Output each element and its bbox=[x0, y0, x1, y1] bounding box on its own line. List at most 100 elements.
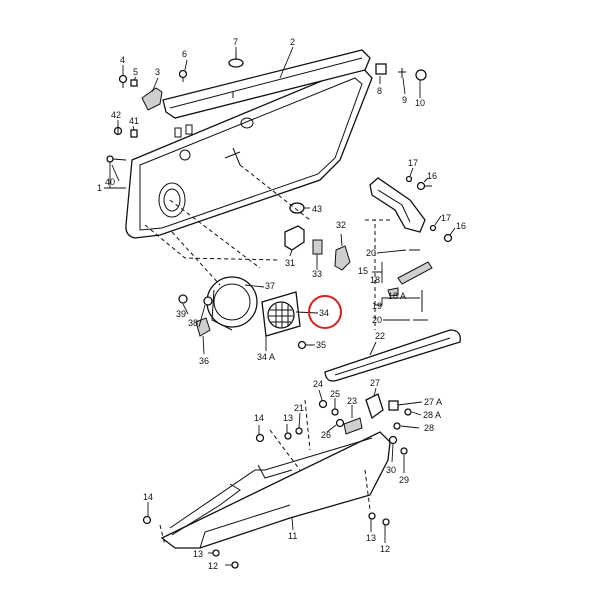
part-36-bracket bbox=[195, 317, 211, 337]
part-29-screw bbox=[400, 447, 408, 455]
part-7-grommet bbox=[228, 50, 244, 68]
label-part-40: 40 bbox=[105, 177, 115, 187]
label-part-23: 23 bbox=[347, 396, 357, 406]
part-13-nut-b bbox=[212, 549, 220, 557]
part-34-speaker-grille bbox=[261, 291, 301, 337]
label-part-36: 36 bbox=[199, 356, 209, 366]
part-33-switch bbox=[312, 239, 323, 255]
leader-lines bbox=[104, 46, 456, 566]
door-panel bbox=[125, 64, 373, 239]
part-6-screw bbox=[178, 69, 188, 82]
part-13-nut-c bbox=[368, 512, 376, 520]
label-part-29: 29 bbox=[399, 475, 409, 485]
part-41-clip bbox=[130, 129, 138, 138]
label-part-17a: 17 bbox=[408, 158, 418, 168]
label-part-34: 34 bbox=[319, 308, 329, 318]
part-14-screw-b bbox=[142, 515, 152, 525]
highlight-circle bbox=[308, 295, 342, 329]
part-21-nut bbox=[295, 427, 303, 435]
part-18a-clip bbox=[387, 287, 399, 297]
label-part-37: 37 bbox=[265, 281, 275, 291]
label-part-20b: 20 bbox=[372, 315, 382, 325]
label-part-22: 22 bbox=[375, 331, 385, 341]
label-part-27a: 27 A bbox=[424, 397, 442, 407]
part-11-door-pocket bbox=[160, 431, 391, 549]
part-17-washer-b bbox=[429, 224, 437, 232]
label-part-14b: 14 bbox=[143, 492, 153, 502]
label-part-13a: 13 bbox=[283, 413, 293, 423]
part-27a-clip bbox=[388, 400, 399, 411]
label-part-42: 42 bbox=[111, 110, 121, 120]
label-part-20a: 20 bbox=[366, 248, 376, 258]
part-22-armrest bbox=[324, 329, 461, 382]
part-labels: 2 7 6 4 5 3 8 9 10 42 41 40 1 43 17 16 1… bbox=[97, 37, 466, 571]
part-40-stud bbox=[106, 155, 127, 163]
label-part-16b: 16 bbox=[456, 221, 466, 231]
part-18-panel bbox=[397, 261, 433, 285]
label-part-33: 33 bbox=[312, 269, 322, 279]
label-part-15: 15 bbox=[358, 266, 368, 276]
part-28a-nut bbox=[404, 408, 412, 416]
label-part-9: 9 bbox=[402, 95, 407, 105]
label-part-13c: 13 bbox=[366, 533, 376, 543]
part-38-clip bbox=[203, 296, 213, 306]
label-part-35: 35 bbox=[316, 340, 326, 350]
part-16-screw-b bbox=[443, 233, 453, 243]
part-26-nut bbox=[335, 418, 345, 428]
assembly-lines bbox=[144, 164, 390, 546]
part-13-nut-a bbox=[284, 432, 292, 440]
label-part-12a: 12 bbox=[208, 561, 218, 571]
part-23-pad bbox=[343, 417, 363, 435]
label-part-3: 3 bbox=[155, 67, 160, 77]
part-31-switch bbox=[284, 225, 305, 251]
part-14-screw-a bbox=[255, 433, 265, 443]
label-part-38: 38 bbox=[188, 318, 198, 328]
part-4-screw bbox=[118, 74, 128, 88]
label-part-12b: 12 bbox=[380, 544, 390, 554]
label-part-32: 32 bbox=[336, 220, 346, 230]
part-25-washer bbox=[331, 408, 339, 416]
part-8-clip bbox=[375, 63, 387, 75]
label-part-6: 6 bbox=[182, 49, 187, 59]
part-17-washer-a bbox=[405, 175, 413, 183]
label-part-8: 8 bbox=[377, 86, 382, 96]
part-5-nut bbox=[130, 79, 138, 87]
label-part-18a: 18 A bbox=[388, 291, 406, 301]
label-part-39: 39 bbox=[176, 309, 186, 319]
label-part-31: 31 bbox=[285, 258, 295, 268]
part-37-speaker-housing bbox=[206, 276, 258, 331]
label-part-28: 28 bbox=[424, 423, 434, 433]
label-part-30: 30 bbox=[386, 465, 396, 475]
label-part-16a: 16 bbox=[427, 171, 437, 181]
door-pull-bracket bbox=[369, 177, 426, 233]
label-part-17b: 17 bbox=[441, 213, 451, 223]
label-part-41: 41 bbox=[129, 116, 139, 126]
window-strip bbox=[162, 49, 371, 119]
label-part-25: 25 bbox=[330, 389, 340, 399]
part-24-screw bbox=[318, 399, 328, 409]
label-part-11: 11 bbox=[288, 531, 297, 541]
label-part-21: 21 bbox=[294, 403, 304, 413]
part-28-nut bbox=[393, 422, 401, 430]
label-part-27: 27 bbox=[370, 378, 380, 388]
label-part-10: 10 bbox=[415, 98, 425, 108]
label-part-4: 4 bbox=[120, 55, 125, 65]
part-42-screw bbox=[113, 125, 123, 136]
part-27-latch bbox=[365, 393, 384, 420]
part-12-screw-b bbox=[382, 518, 390, 526]
label-part-2: 2 bbox=[290, 37, 295, 47]
part-3-clip bbox=[141, 87, 163, 111]
label-part-28a: 28 A bbox=[423, 410, 441, 420]
label-part-5: 5 bbox=[133, 67, 138, 77]
label-part-13b: 13 bbox=[193, 549, 203, 559]
label-part-43: 43 bbox=[312, 204, 322, 214]
part-39-nut bbox=[178, 294, 188, 304]
label-part-26: 26 bbox=[321, 430, 331, 440]
part-30-washer bbox=[388, 435, 398, 445]
part-16-screw-a bbox=[416, 181, 432, 191]
part-12-screw-a bbox=[231, 561, 239, 569]
part-32-switch bbox=[334, 245, 351, 271]
label-part-14a: 14 bbox=[254, 413, 264, 423]
